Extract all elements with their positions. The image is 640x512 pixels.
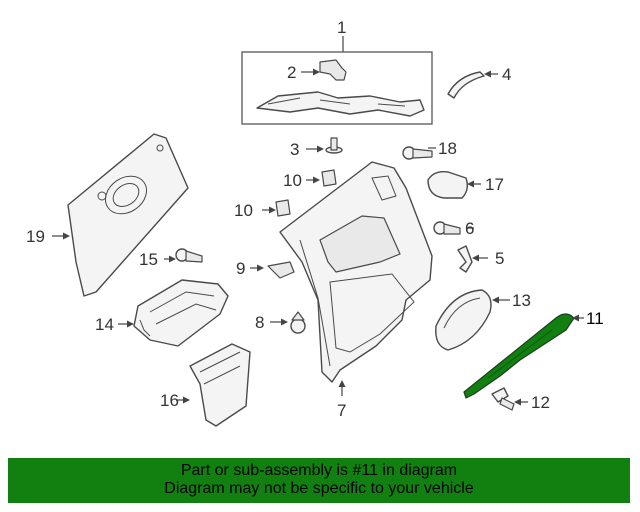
parts-diagram: 1 2 4 3 18 10 17	[26, 18, 604, 427]
part-7-quarter-trim[interactable]	[279, 161, 433, 396]
part-9-clip[interactable]	[250, 261, 295, 279]
banner-line-1: Part or sub-assembly is #11 in diagram	[180, 462, 458, 479]
callout-2: 2	[287, 63, 296, 82]
callout-9: 9	[236, 259, 245, 278]
part-14-bracket[interactable]	[118, 279, 229, 347]
part-11-highlighted-trim[interactable]	[463, 313, 584, 399]
callout-6: 6	[465, 219, 474, 238]
part-19-panel[interactable]	[52, 133, 189, 297]
callout-14: 14	[95, 315, 114, 334]
part-8-clip[interactable]	[270, 311, 306, 334]
part-6-screw[interactable]	[433, 221, 474, 235]
info-banner: Part or sub-assembly is #11 in diagram D…	[8, 458, 630, 503]
banner-line-2: Diagram may not be specific to your vehi…	[164, 480, 474, 497]
part-3-pin[interactable]	[306, 137, 343, 154]
callout-5: 5	[495, 249, 504, 268]
part-10-clip-upper[interactable]	[306, 169, 337, 187]
callout-17: 17	[485, 175, 504, 194]
callout-3: 3	[290, 140, 299, 159]
callout-10-lower: 10	[234, 201, 253, 220]
part-2-clip[interactable]	[301, 59, 347, 81]
callout-12: 12	[531, 393, 550, 412]
callout-19: 19	[26, 227, 45, 246]
callout-18: 18	[438, 139, 457, 158]
callout-11: 11	[586, 309, 604, 328]
callout-13: 13	[512, 291, 531, 310]
callout-10-upper: 10	[283, 171, 302, 190]
callout-8: 8	[255, 313, 264, 332]
callout-1: 1	[337, 18, 346, 37]
part-1-upper-trim[interactable]	[241, 36, 433, 125]
callout-4: 4	[502, 65, 511, 84]
callout-7: 7	[337, 401, 346, 420]
callout-16: 16	[160, 391, 179, 410]
part-16-bin[interactable]	[176, 343, 251, 427]
part-17-cover[interactable]	[427, 170, 481, 199]
part-12-fastener[interactable]	[491, 387, 528, 411]
callout-15: 15	[139, 250, 158, 269]
part-4-strip[interactable]	[447, 70, 498, 99]
part-10-clip-lower[interactable]	[262, 199, 291, 217]
part-15-screw[interactable]	[164, 248, 203, 263]
part-5-hook[interactable]	[457, 245, 488, 273]
part-13-cover[interactable]	[435, 289, 510, 351]
part-18-screw[interactable]	[402, 146, 436, 160]
